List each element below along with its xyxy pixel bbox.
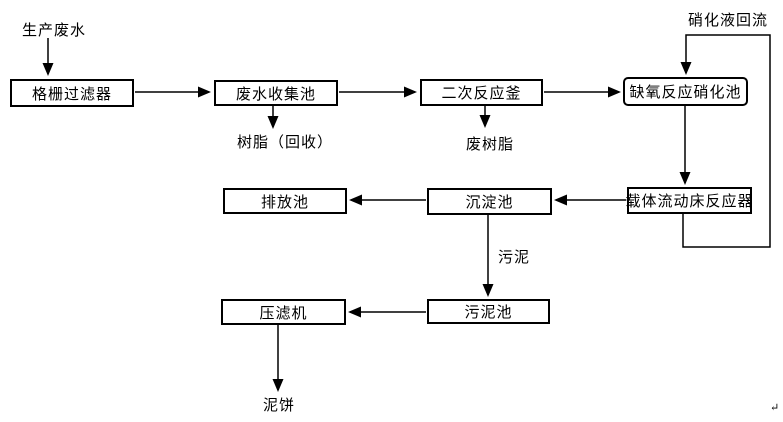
node-sludge-pool: 污泥池 xyxy=(427,299,550,324)
node-secondary-reactor: 二次反应釜 xyxy=(420,79,543,106)
node-grid-filter: 格栅过滤器 xyxy=(10,79,134,107)
node-discharge-pool: 排放池 xyxy=(223,188,347,214)
node-wastewater-collection-pool: 废水收集池 xyxy=(214,80,338,106)
label-sludge: 污泥 xyxy=(498,250,531,266)
node-sedimentation-pool: 沉淀池 xyxy=(427,188,552,215)
node-filter-press: 压滤机 xyxy=(221,299,346,325)
label-resin-recovered: 树脂（回收） xyxy=(237,135,334,151)
node-carrier-fluidized-bed-reactor: 载体流动床反应器 xyxy=(626,187,753,214)
node-anoxic-nitrification-pool: 缺氧反应硝化池 xyxy=(623,77,748,106)
label-waste-resin: 废树脂 xyxy=(466,137,515,153)
paragraph-return-mark: ↵ xyxy=(770,402,780,414)
label-production-wastewater: 生产废水 xyxy=(22,23,87,39)
reflux-loop-line xyxy=(680,34,771,248)
label-mud-cake: 泥饼 xyxy=(263,398,296,414)
label-nitrification-liquid-reflux: 硝化液回流 xyxy=(688,13,769,29)
